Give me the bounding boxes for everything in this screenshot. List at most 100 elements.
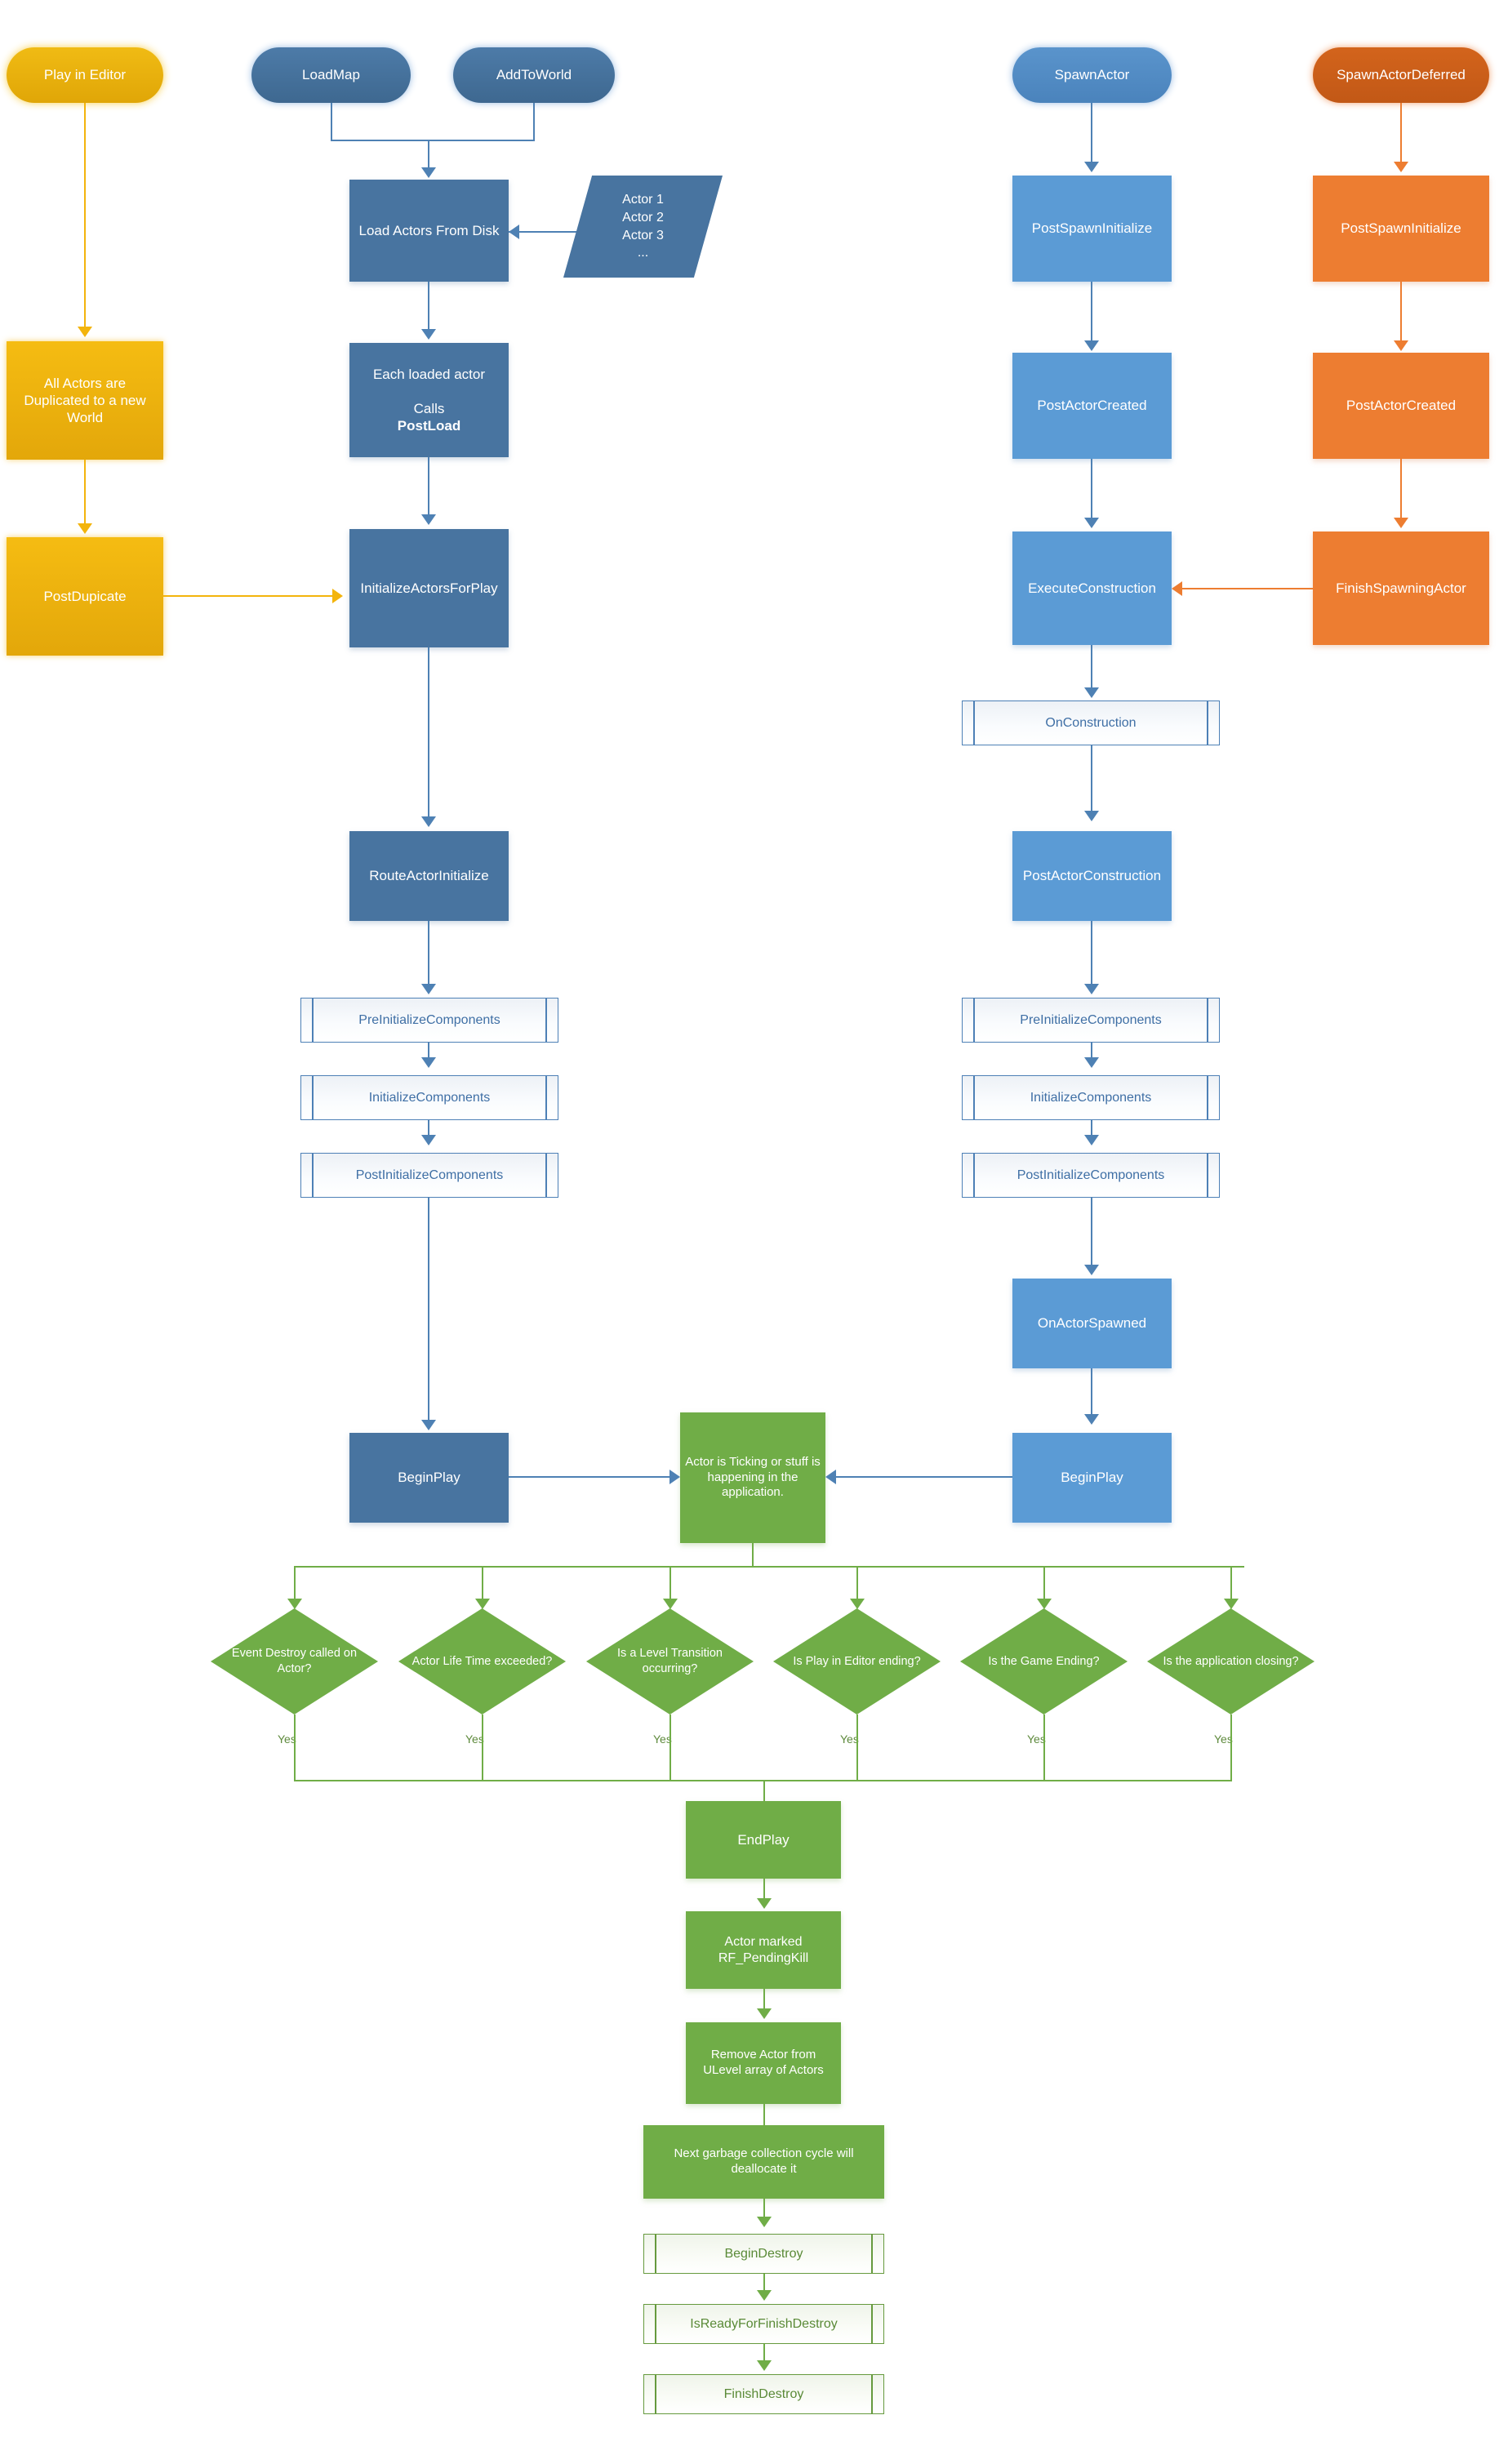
node-pre-initialize-components-spawn[interactable]: PreInitializeComponents (962, 998, 1220, 1043)
arrowhead-down (1084, 162, 1099, 172)
edge-postinit-to-onactorspawned (1091, 1198, 1092, 1271)
node-initialize-components-load[interactable]: InitializeComponents (300, 1075, 558, 1120)
node-label: PostSpawnInitialize (1341, 220, 1461, 237)
node-initialize-actors-for-play[interactable]: InitializeActorsForPlay (349, 529, 509, 647)
arrowhead-down (421, 1420, 436, 1430)
node-play-in-editor[interactable]: Play in Editor (7, 47, 163, 103)
node-post-initialize-components-spawn[interactable]: PostInitializeComponents (962, 1153, 1220, 1198)
node-label: EndPlay (737, 1831, 790, 1848)
node-initialize-components-spawn[interactable]: InitializeComponents (962, 1075, 1220, 1120)
edge-bus-drop-6 (1230, 1566, 1232, 1605)
edge-begindestroy-to-isready (763, 2274, 765, 2295)
node-post-actor-created[interactable]: PostActorCreated (1012, 353, 1172, 459)
edge-postspawninit-to-postactorcreated-deferred (1400, 282, 1402, 347)
node-finish-spawning-actor[interactable]: FinishSpawningActor (1313, 531, 1489, 645)
node-label: BeginPlay (1061, 1470, 1123, 1486)
edge-yes-drop-6 (1230, 1715, 1232, 1781)
decision-level-transition[interactable]: Is a Level Transition occurring? (586, 1608, 754, 1715)
node-begin-destroy[interactable]: BeginDestroy (643, 2234, 884, 2274)
edge-collector-to-endplay (763, 1780, 765, 1820)
node-post-actor-created-deferred[interactable]: PostActorCreated (1313, 353, 1489, 459)
node-post-duplicate[interactable]: PostDupicate (7, 537, 163, 656)
node-addtoworld[interactable]: AddToWorld (453, 47, 615, 103)
edge-bus-drop-3 (669, 1566, 671, 1605)
node-begin-play-spawn[interactable]: BeginPlay (1012, 1433, 1172, 1523)
node-post-spawn-initialize-deferred[interactable]: PostSpawnInitialize (1313, 176, 1489, 282)
node-all-actors-duplicated[interactable]: All Actors are Duplicated to a new World (7, 341, 163, 460)
node-is-ready-for-finish-destroy[interactable]: IsReadyForFinishDestroy (643, 2304, 884, 2344)
edge-bus-drop-2 (482, 1566, 483, 1605)
node-label: SpawnActor (1054, 67, 1130, 83)
edge-addtoworld-elbow (428, 140, 535, 141)
node-load-actors-from-disk[interactable]: Load Actors From Disk (349, 180, 509, 282)
arrowhead-left (509, 225, 519, 239)
arrowhead-down (1084, 811, 1099, 821)
arrowhead-down (1084, 518, 1099, 528)
node-actor-list[interactable]: Actor 1 Actor 2 Actor 3 ... (563, 176, 723, 278)
node-next-gc-cycle[interactable]: Next garbage collection cycle will deall… (643, 2125, 884, 2199)
node-spawn-actor[interactable]: SpawnActor (1012, 47, 1172, 103)
yes-label-2: Yes (465, 1732, 484, 1746)
actor-list-text: Actor 1 Actor 2 Actor 3 ... (563, 176, 723, 278)
edge-addtoworld-stem (533, 103, 535, 140)
node-on-construction[interactable]: OnConstruction (962, 701, 1220, 745)
node-end-play[interactable]: EndPlay (686, 1801, 841, 1879)
node-label: InitializeActorsForPlay (360, 580, 498, 596)
edge-routeactorinit-to-preinit (428, 921, 429, 990)
edge-postinit-to-beginplay-load (428, 1198, 429, 1426)
node-route-actor-initialize[interactable]: RouteActorInitialize (349, 831, 509, 921)
arrowhead-down (757, 1898, 772, 1909)
node-begin-play-load[interactable]: BeginPlay (349, 1433, 509, 1523)
node-label: InitializeComponents (1030, 1090, 1152, 1105)
node-pre-initialize-components-load[interactable]: PreInitializeComponents (300, 998, 558, 1043)
yes-label-3: Yes (653, 1732, 672, 1746)
arrowhead-down (421, 816, 436, 827)
node-label: PostInitializeComponents (1016, 1168, 1165, 1182)
decision-actor-life-time[interactable]: Actor Life Time exceeded? (398, 1608, 566, 1715)
edge-actorlist-to-loadactors (509, 231, 580, 233)
node-execute-construction[interactable]: ExecuteConstruction (1012, 531, 1172, 645)
node-label: FinishSpawningActor (1336, 580, 1466, 596)
node-label: PostActorCreated (1346, 398, 1457, 414)
node-spawn-actor-deferred[interactable]: SpawnActorDeferred (1313, 47, 1489, 103)
actor-item: Actor 1 (622, 193, 664, 207)
decision-label: Is a Level Transition occurring? (617, 1647, 723, 1675)
decision-application-closing[interactable]: Is the application closing? (1147, 1608, 1314, 1715)
edge-init-to-postinit-load (428, 1120, 429, 1140)
node-post-initialize-components-load[interactable]: PostInitializeComponents (300, 1153, 558, 1198)
node-on-actor-spawned[interactable]: OnActorSpawned (1012, 1279, 1172, 1368)
edge-spawnactor-to-postspawninit (1091, 103, 1092, 168)
arrowhead-down (1084, 687, 1099, 698)
postload-line1: Each loaded actor (372, 366, 486, 382)
arrowhead-down (475, 1599, 490, 1609)
edge-yes-drop-2 (482, 1715, 483, 1781)
edge-postactorcreated-to-finishspawning (1400, 459, 1402, 526)
node-remove-actor-from-ulevel[interactable]: Remove Actor from ULevel array of Actors (686, 2022, 841, 2104)
decision-label: Actor Life Time exceeded? (411, 1654, 553, 1668)
parallelogram-shape (563, 176, 723, 278)
node-post-actor-construction[interactable]: PostActorConstruction (1012, 831, 1172, 921)
arrowhead-right (332, 589, 343, 603)
node-actor-marked-pendingkill[interactable]: Actor marked RF_PendingKill (686, 1911, 841, 1989)
decision-event-destroy[interactable]: Event Destroy called on Actor? (211, 1608, 378, 1715)
node-label: PreInitializeComponents (1020, 1012, 1162, 1027)
node-actor-ticking[interactable]: Actor is Ticking or stuff is happening i… (680, 1412, 825, 1543)
node-label: AddToWorld (496, 67, 572, 83)
decision-play-in-editor-ending[interactable]: Is Play in Editor ending? (773, 1608, 941, 1715)
edge-yes-drop-5 (1043, 1715, 1045, 1781)
edge-onactorspawned-to-beginplay (1091, 1368, 1092, 1421)
arrowhead-down (1037, 1599, 1052, 1609)
node-post-spawn-initialize[interactable]: PostSpawnInitialize (1012, 176, 1172, 282)
node-label: Actor marked RF_PendingKill (718, 1934, 809, 1965)
edge-yes-drop-1 (294, 1715, 296, 1781)
yes-label-6: Yes (1214, 1732, 1233, 1746)
node-finish-destroy[interactable]: FinishDestroy (643, 2374, 884, 2414)
arrowhead-down (78, 327, 92, 337)
decision-game-ending[interactable]: Is the Game Ending? (960, 1608, 1128, 1715)
node-loadmap[interactable]: LoadMap (251, 47, 411, 103)
node-label: OnConstruction (1045, 715, 1137, 730)
edge-loadmap-stem (331, 103, 332, 140)
node-each-loaded-actor-postload[interactable]: Each loaded actor Calls PostLoad (349, 343, 509, 457)
actor-item-ellipsis: ... (637, 246, 649, 260)
edge-postload-to-initializeactors (428, 457, 429, 521)
